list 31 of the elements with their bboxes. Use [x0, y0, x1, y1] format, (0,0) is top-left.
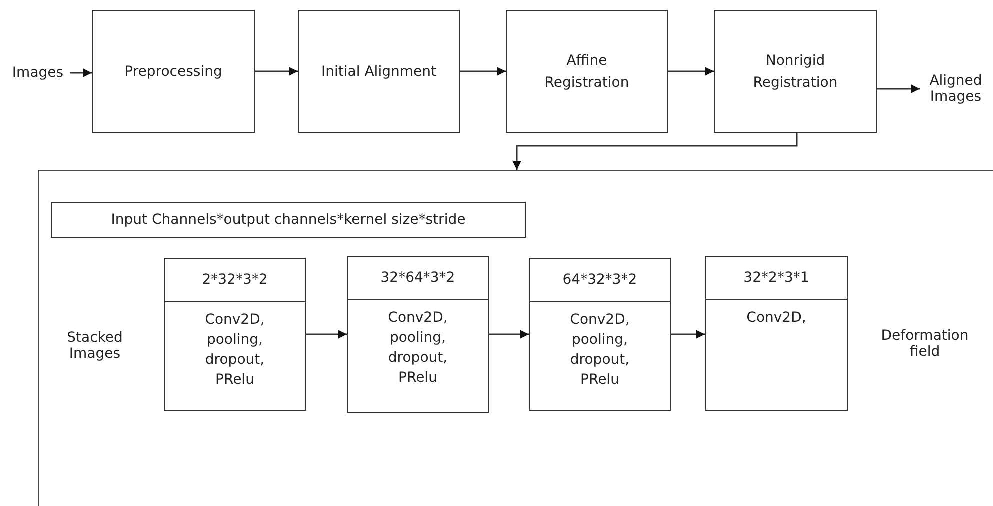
process-box: Preprocessing — [92, 10, 255, 133]
layer-block — [529, 258, 671, 411]
label-text: Aligned Images — [928, 73, 984, 105]
layer-operations: Conv2D, pooling, dropout, PRelu — [388, 310, 448, 386]
layer-parameters: 64*32*3*2 — [562, 272, 638, 288]
arrow — [671, 330, 705, 339]
label-text: Images — [12, 65, 64, 81]
arrow — [877, 84, 920, 94]
arrow — [668, 67, 714, 76]
arrow — [306, 330, 347, 339]
arrow — [489, 330, 529, 339]
label-text: Deformation field — [880, 328, 970, 360]
layer-operations: Conv2D, pooling, dropout, PRelu — [205, 312, 265, 388]
layer-parameters: 32*64*3*2 — [380, 270, 456, 286]
process-box: Nonrigid Registration — [714, 10, 877, 133]
layer-block — [347, 256, 489, 413]
layer-block — [705, 256, 848, 411]
arrow — [255, 67, 298, 76]
process-box: Affine Registration — [506, 10, 668, 133]
layer-block — [164, 258, 306, 411]
layer-parameters: 2*32*3*2 — [202, 272, 268, 288]
label-text: Stacked Images — [66, 330, 124, 362]
arrow — [512, 133, 798, 170]
process-box: Input Channels*output channels*kernel size*stride — [51, 202, 526, 238]
layer-operations: Conv2D, pooling, dropout, PRelu — [570, 312, 630, 388]
network-panel — [38, 170, 993, 506]
layer-parameters: 32*2*3*1 — [744, 270, 810, 286]
arrow — [70, 68, 92, 78]
arrow — [460, 67, 506, 76]
process-box: Initial Alignment — [298, 10, 460, 133]
layer-operations: Conv2D, — [746, 310, 806, 326]
